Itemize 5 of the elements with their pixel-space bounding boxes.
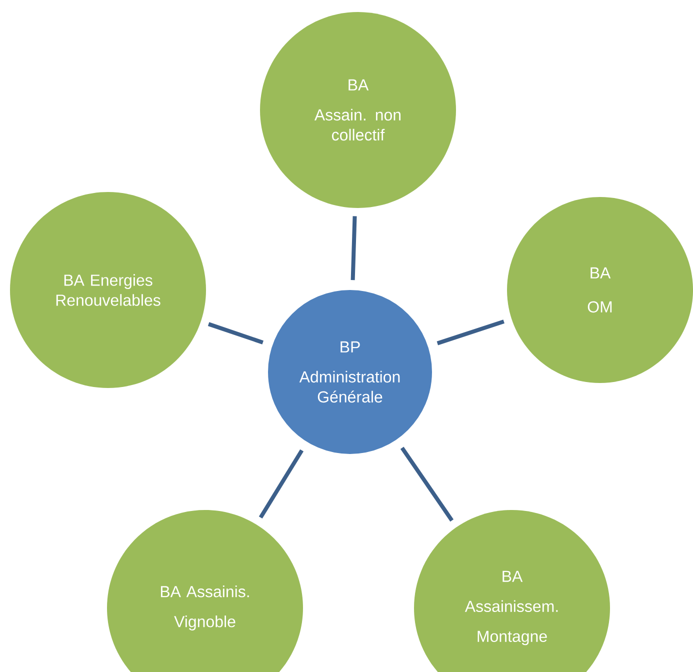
connector-line — [436, 320, 504, 346]
connector-line — [258, 449, 304, 519]
connector-line — [400, 446, 454, 522]
connector-line — [208, 322, 264, 344]
connector-line — [350, 216, 357, 280]
